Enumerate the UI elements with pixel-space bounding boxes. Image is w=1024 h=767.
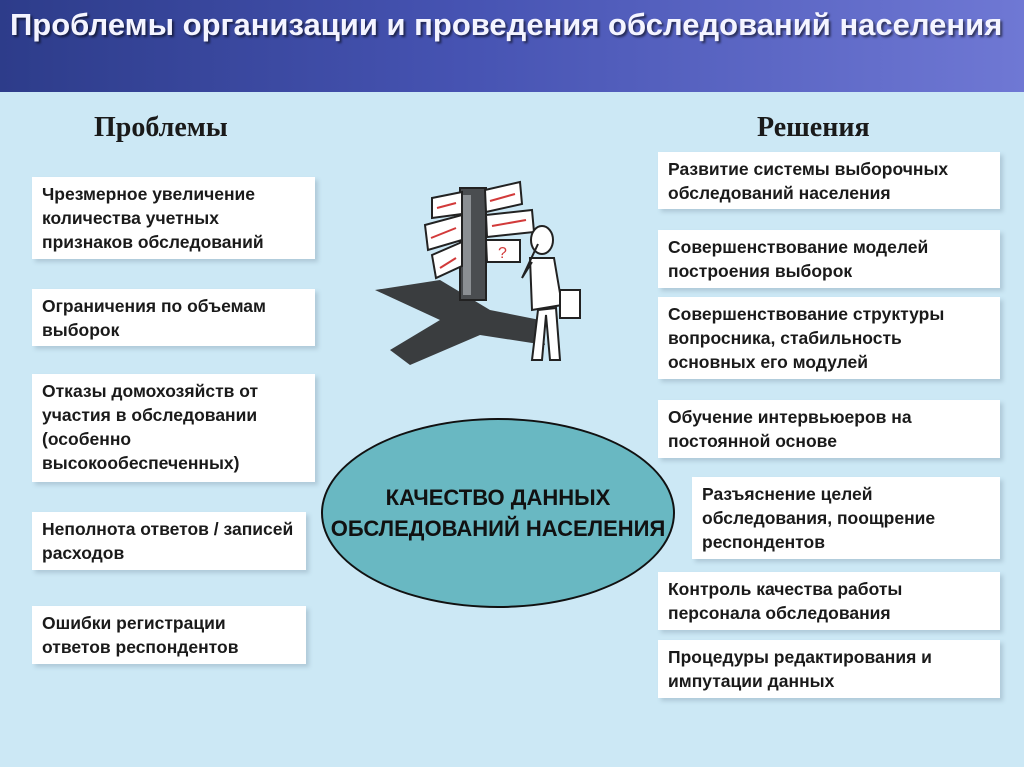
solution-text: Процедуры редактирования и импутации дан…	[668, 647, 932, 691]
center-ellipse: КАЧЕСТВО ДАННЫХ ОБСЛЕДОВАНИЙ НАСЕЛЕНИЯ	[321, 418, 675, 608]
question-mark: ?	[498, 245, 507, 262]
solution-box: Совершенствование моделей построения выб…	[658, 230, 1000, 288]
title-bar: Проблемы организации и проведения обслед…	[0, 0, 1024, 92]
problem-text: Отказы домохозяйств от участия в обследо…	[42, 381, 259, 473]
problem-box: Чрезмерное увеличение количества учетных…	[32, 177, 315, 259]
signpost-confused-man-icon: ?	[375, 180, 581, 365]
solution-box: Совершенствование структуры вопросника, …	[658, 297, 1000, 379]
problems-heading: Проблемы	[94, 112, 228, 143]
problem-box: Ограничения по объемам выборок	[32, 289, 315, 346]
solutions-heading: Решения	[757, 112, 870, 143]
center-label: КАЧЕСТВО ДАННЫХ ОБСЛЕДОВАНИЙ НАСЕЛЕНИЯ	[330, 485, 666, 541]
problem-box: Ошибки регистрации ответов респондентов	[32, 606, 306, 664]
solution-text: Разъяснение целей обследования, поощрени…	[702, 484, 936, 552]
problem-box: Неполнота ответов / записей расходов	[32, 512, 306, 570]
solution-box: Процедуры редактирования и импутации дан…	[658, 640, 1000, 698]
problem-text: Ограничения по объемам выборок	[42, 296, 266, 340]
solution-text: Обучение интервьюеров на постоянной осно…	[668, 407, 912, 451]
solution-box: Разъяснение целей обследования, поощрени…	[692, 477, 1000, 559]
slide-title: Проблемы организации и проведения обслед…	[10, 7, 1003, 42]
solution-text: Развитие системы выборочных обследований…	[668, 159, 949, 203]
solution-text: Совершенствование структуры вопросника, …	[668, 304, 945, 372]
solution-text: Совершенствование моделей построения выб…	[668, 237, 929, 281]
problem-box: Отказы домохозяйств от участия в обследо…	[32, 374, 315, 482]
problem-text: Ошибки регистрации ответов респондентов	[42, 613, 239, 657]
solution-box: Развитие системы выборочных обследований…	[658, 152, 1000, 209]
solution-box: Контроль качества работы персонала обсле…	[658, 572, 1000, 630]
problem-text: Неполнота ответов / записей расходов	[42, 519, 294, 563]
solution-text: Контроль качества работы персонала обсле…	[668, 579, 903, 623]
problem-text: Чрезмерное увеличение количества учетных…	[42, 184, 264, 252]
solution-box: Обучение интервьюеров на постоянной осно…	[658, 400, 1000, 458]
